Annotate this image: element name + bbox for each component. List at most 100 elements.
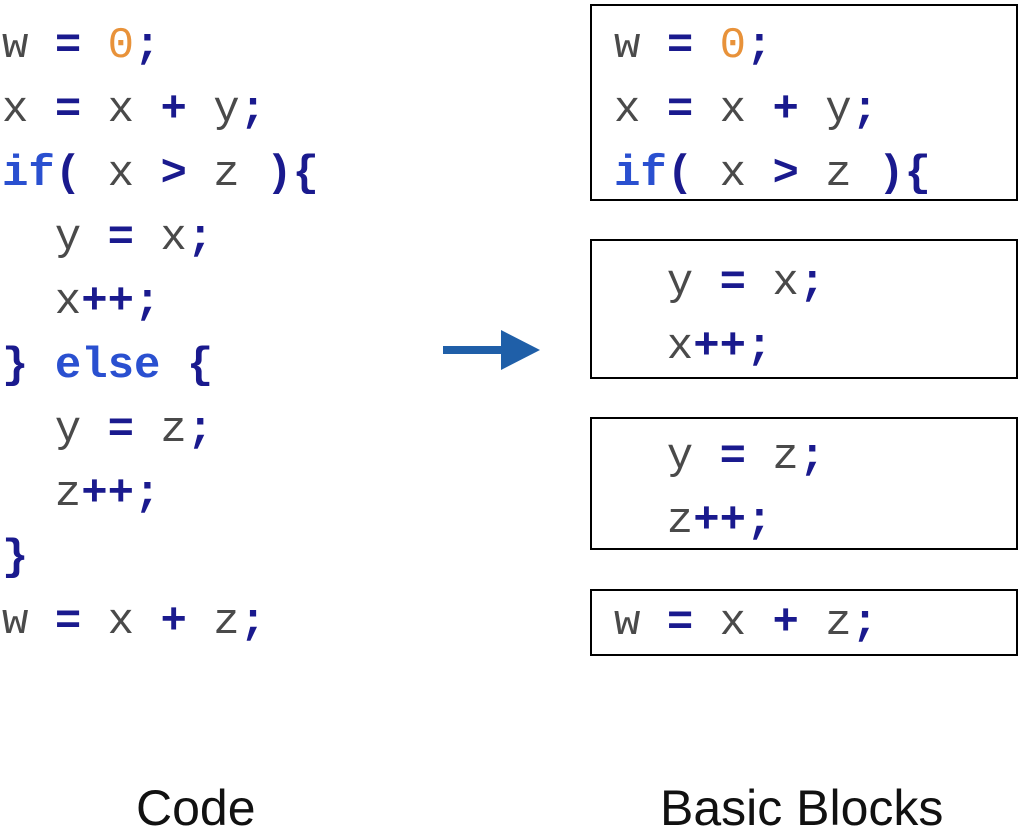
code-token: [81, 21, 107, 71]
basic-block-3: y = z; z++;: [590, 417, 1018, 550]
code-token: z: [2, 469, 82, 519]
code-line: w = x + z;: [614, 591, 1016, 655]
code-token: >: [160, 149, 187, 199]
code-token: y: [614, 432, 720, 482]
basic-block-1: w = 0;x = x + y;if( x > z ){: [590, 4, 1018, 201]
code-token: (: [54, 149, 82, 199]
code-token: x: [81, 149, 161, 199]
code-token: =: [54, 21, 82, 71]
code-token: =: [666, 598, 694, 648]
code-line: w = 0;: [2, 14, 319, 78]
code-token: x: [693, 598, 773, 648]
code-line: x++;: [614, 315, 1016, 379]
code-token: if: [614, 149, 667, 199]
code-token: ;: [186, 213, 214, 263]
code-line: x++;: [2, 270, 319, 334]
basic-block-4-code: w = x + z;: [614, 591, 1016, 655]
code-token: z: [798, 598, 852, 648]
code-token: x: [81, 597, 161, 647]
code-token: ++;: [81, 469, 161, 519]
code-line: y = x;: [2, 206, 319, 270]
code-token: ){: [878, 149, 931, 199]
code-token: z: [798, 149, 879, 199]
code-token: 0: [719, 21, 747, 71]
code-token: ;: [798, 432, 826, 482]
code-token: z: [746, 432, 799, 482]
code-token: (: [666, 149, 694, 199]
code-token: ;: [851, 598, 879, 648]
code-token: =: [107, 405, 135, 455]
code-token: x: [746, 258, 799, 308]
code-token: x: [614, 85, 667, 135]
code-token: =: [719, 258, 747, 308]
code-token: w: [2, 21, 55, 71]
code-line: z++;: [2, 462, 319, 526]
code-token: [693, 21, 719, 71]
code-token: y: [2, 213, 108, 263]
code-token: x: [2, 85, 55, 135]
basic-block-2-code: y = x; x++;: [614, 251, 1016, 379]
code-line: y = z;: [2, 398, 319, 462]
code-token: y: [2, 405, 108, 455]
code-token: {: [160, 341, 214, 391]
basic-block-4: w = x + z;: [590, 589, 1018, 656]
code-token: else: [54, 341, 161, 391]
code-line: y = x;: [614, 251, 1016, 315]
code-token: ;: [746, 21, 773, 71]
code-token: }: [2, 533, 29, 583]
code-line: if( x > z ){: [2, 142, 319, 206]
code-caption: Code: [136, 780, 256, 836]
code-token: =: [666, 21, 694, 71]
code-token: y: [798, 85, 852, 135]
code-token: ++;: [693, 322, 773, 372]
code-token: z: [186, 149, 267, 199]
code-token: ;: [134, 21, 161, 71]
code-line: } else {: [2, 334, 319, 398]
code-token: =: [54, 85, 82, 135]
basic-block-2: y = x; x++;: [590, 239, 1018, 379]
code-token: ;: [798, 258, 826, 308]
code-token: ;: [239, 597, 267, 647]
code-token: z: [134, 405, 187, 455]
code-token: x: [2, 277, 82, 327]
code-token: ++;: [693, 496, 773, 546]
code-token: =: [719, 432, 747, 482]
code-token: +: [160, 597, 187, 647]
code-token: if: [2, 149, 55, 199]
code-token: ;: [851, 85, 879, 135]
code-line: w = 0;: [614, 14, 1016, 78]
code-token: +: [160, 85, 187, 135]
code-token: x: [81, 85, 161, 135]
code-line: y = z;: [614, 425, 1016, 489]
arrow-right-icon: [443, 330, 540, 370]
arrow-head: [501, 330, 540, 370]
code-token: y: [186, 85, 240, 135]
code-line: x = x + y;: [614, 78, 1016, 142]
code-line: }: [2, 526, 319, 590]
code-token: z: [186, 597, 240, 647]
code-token: =: [107, 213, 135, 263]
code-token: w: [614, 598, 667, 648]
code-token: +: [772, 85, 799, 135]
code-token: =: [666, 85, 694, 135]
code-token: y: [614, 258, 720, 308]
code-token: x: [693, 85, 773, 135]
code-line: x = x + y;: [2, 78, 319, 142]
code-token: w: [2, 597, 55, 647]
code-token: }: [2, 341, 55, 391]
code-token: ++;: [81, 277, 161, 327]
basic-blocks-caption: Basic Blocks: [660, 780, 944, 836]
code-token: >: [772, 149, 799, 199]
basic-block-3-code: y = z; z++;: [614, 425, 1016, 553]
code-token: 0: [107, 21, 135, 71]
code-token: ;: [186, 405, 214, 455]
code-token: z: [614, 496, 694, 546]
code-token: ){: [266, 149, 319, 199]
code-token: x: [134, 213, 187, 263]
code-line: z++;: [614, 489, 1016, 553]
code-token: w: [614, 21, 667, 71]
code-token: =: [54, 597, 82, 647]
code-line: w = x + z;: [2, 590, 319, 654]
code-token: +: [772, 598, 799, 648]
